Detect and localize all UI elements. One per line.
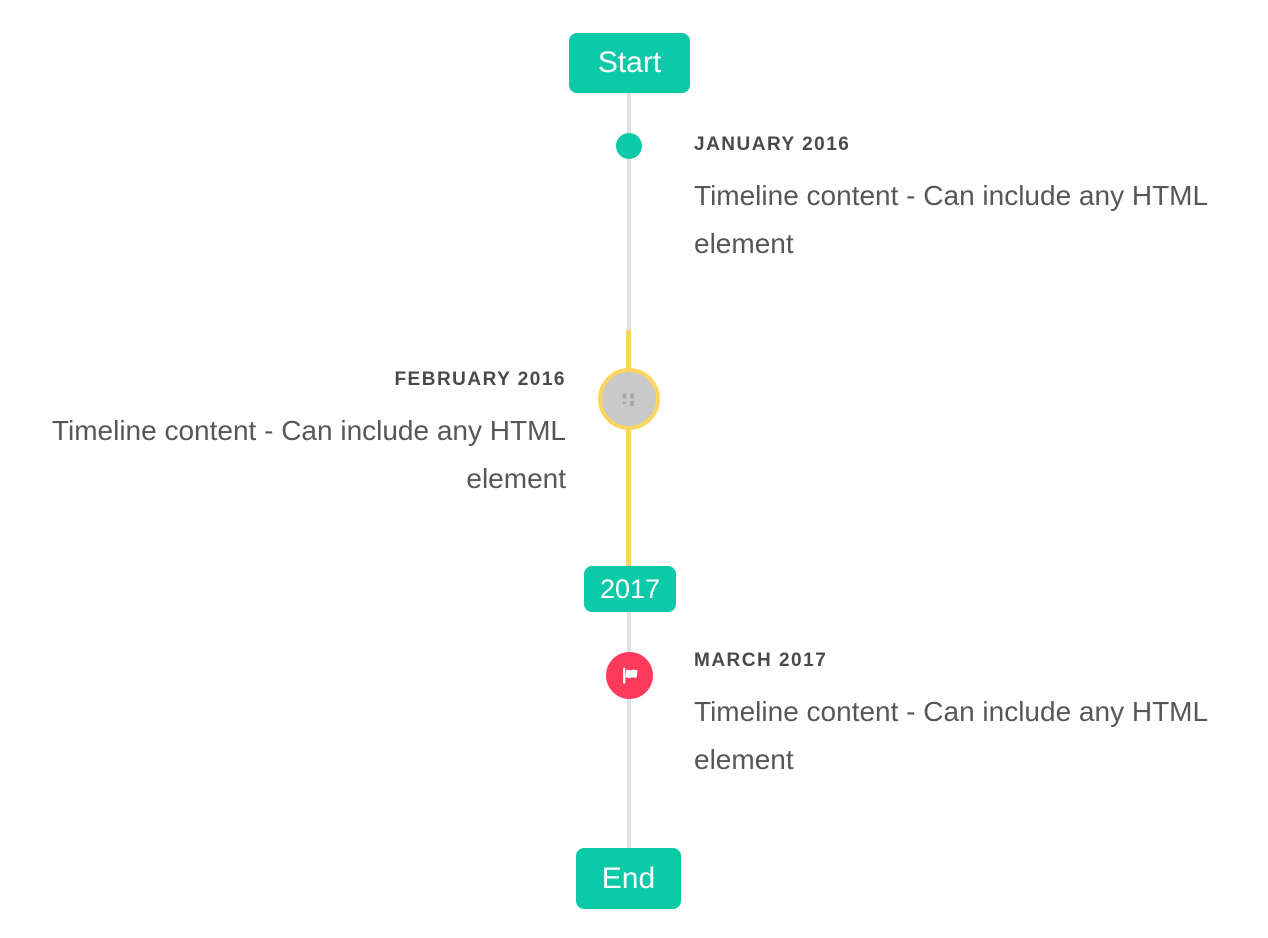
january-marker-dot[interactable] xyxy=(616,133,642,159)
item-content: Timeline content - Can include any HTML … xyxy=(694,696,1208,775)
broken-image-icon xyxy=(622,393,634,406)
march-marker-flag-circle[interactable] xyxy=(606,652,653,699)
timeline-line-segment-gray-top xyxy=(627,93,631,330)
item-content: Timeline content - Can include any HTML … xyxy=(51,415,566,494)
item-title: JANUARY 2016 xyxy=(694,134,851,155)
item-title: MARCH 2017 xyxy=(694,650,828,671)
year-2017-badge[interactable]: 2017 xyxy=(584,566,676,612)
flag-icon xyxy=(622,667,638,684)
item-content: Timeline content - Can include any HTML … xyxy=(694,180,1208,259)
start-badge[interactable]: Start xyxy=(569,33,690,93)
timeline-item-january: JANUARY 2016 Timeline content - Can incl… xyxy=(694,133,1214,268)
timeline-item-march: MARCH 2017 Timeline content - Can includ… xyxy=(694,649,1214,784)
timeline-item-february: FEBRUARY 2016 Timeline content - Can inc… xyxy=(46,368,566,503)
february-marker-image-circle[interactable] xyxy=(598,368,660,430)
timeline-line-segment-yellow xyxy=(626,330,631,567)
end-badge[interactable]: End xyxy=(576,848,681,909)
item-title: FEBRUARY 2016 xyxy=(394,369,566,390)
timeline-line-segment-gray-bottom xyxy=(627,611,631,848)
